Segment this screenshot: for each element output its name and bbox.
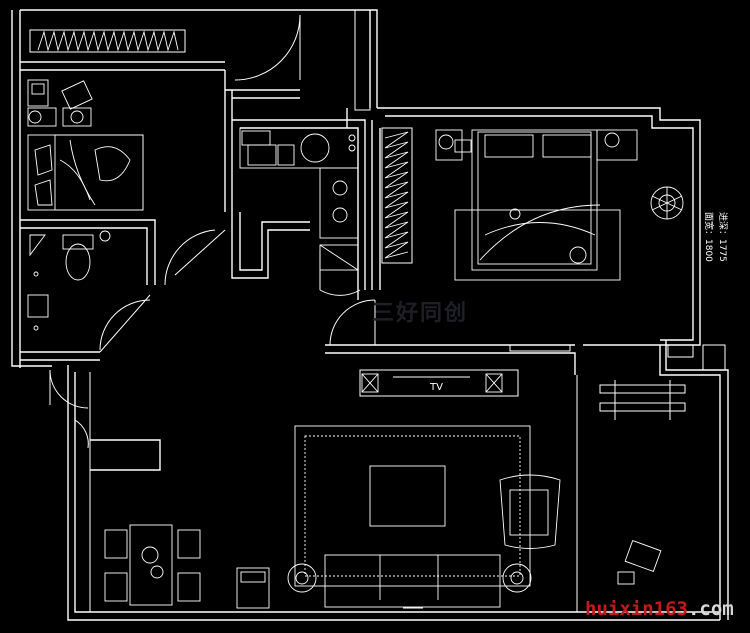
balcony-chair: [617, 539, 662, 585]
site-brand-name: huixin163: [585, 598, 688, 620]
side-table: [236, 567, 270, 609]
balcony-rack: [599, 380, 686, 420]
interior-walls: [20, 61, 660, 612]
sofa: [287, 554, 532, 608]
dining-set: [104, 524, 201, 606]
bedroom-2-wardrobe: [381, 127, 413, 264]
bathroom-fixtures: [27, 230, 111, 331]
doors: [49, 14, 376, 449]
site-brand-suffix: .com: [688, 598, 734, 620]
plant-icon: [650, 186, 684, 220]
dimension-width-label: 面宽：1800: [703, 212, 715, 262]
watermark-text: 三好同创: [372, 300, 468, 326]
dimension-depth-label: 进深：1775: [717, 212, 728, 262]
bedroom-2-bed: [435, 129, 638, 281]
site-brand: huixin163.com: [585, 598, 734, 620]
windows: [354, 9, 726, 609]
living-rug: [294, 425, 531, 587]
wardrobe-hangers: [29, 29, 186, 53]
armchair: [499, 474, 561, 549]
kitchen-fixtures: [239, 127, 359, 271]
tv-label: TV: [429, 382, 443, 393]
tv-cabinet: TV: [359, 369, 519, 397]
bedroom-1-furniture: [27, 79, 144, 211]
